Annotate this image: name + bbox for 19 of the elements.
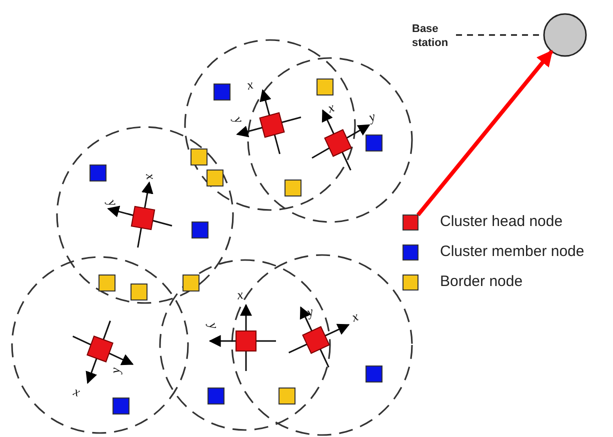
legend-label: Cluster head node [440, 213, 563, 230]
axis-label: y [108, 368, 122, 374]
axis-label: y [366, 109, 377, 124]
axis-label: x [72, 384, 82, 399]
axis-label: x [245, 77, 254, 92]
axis-label: x [350, 309, 360, 324]
legend-swatch [402, 214, 418, 230]
legend-label: Border node [440, 273, 523, 290]
axis-label: x [236, 288, 244, 302]
axis-label: x [144, 172, 158, 180]
axis-label: y [304, 304, 315, 319]
arrow [416, 50, 554, 216]
axis-label: y [206, 320, 221, 330]
axis-label: x [326, 100, 336, 115]
base-station-circle [543, 13, 587, 57]
axis-label: y [232, 114, 246, 126]
legend-label: Cluster member node [440, 243, 584, 260]
axis-label: y [106, 196, 120, 208]
base-station-label: Base station [412, 22, 456, 50]
